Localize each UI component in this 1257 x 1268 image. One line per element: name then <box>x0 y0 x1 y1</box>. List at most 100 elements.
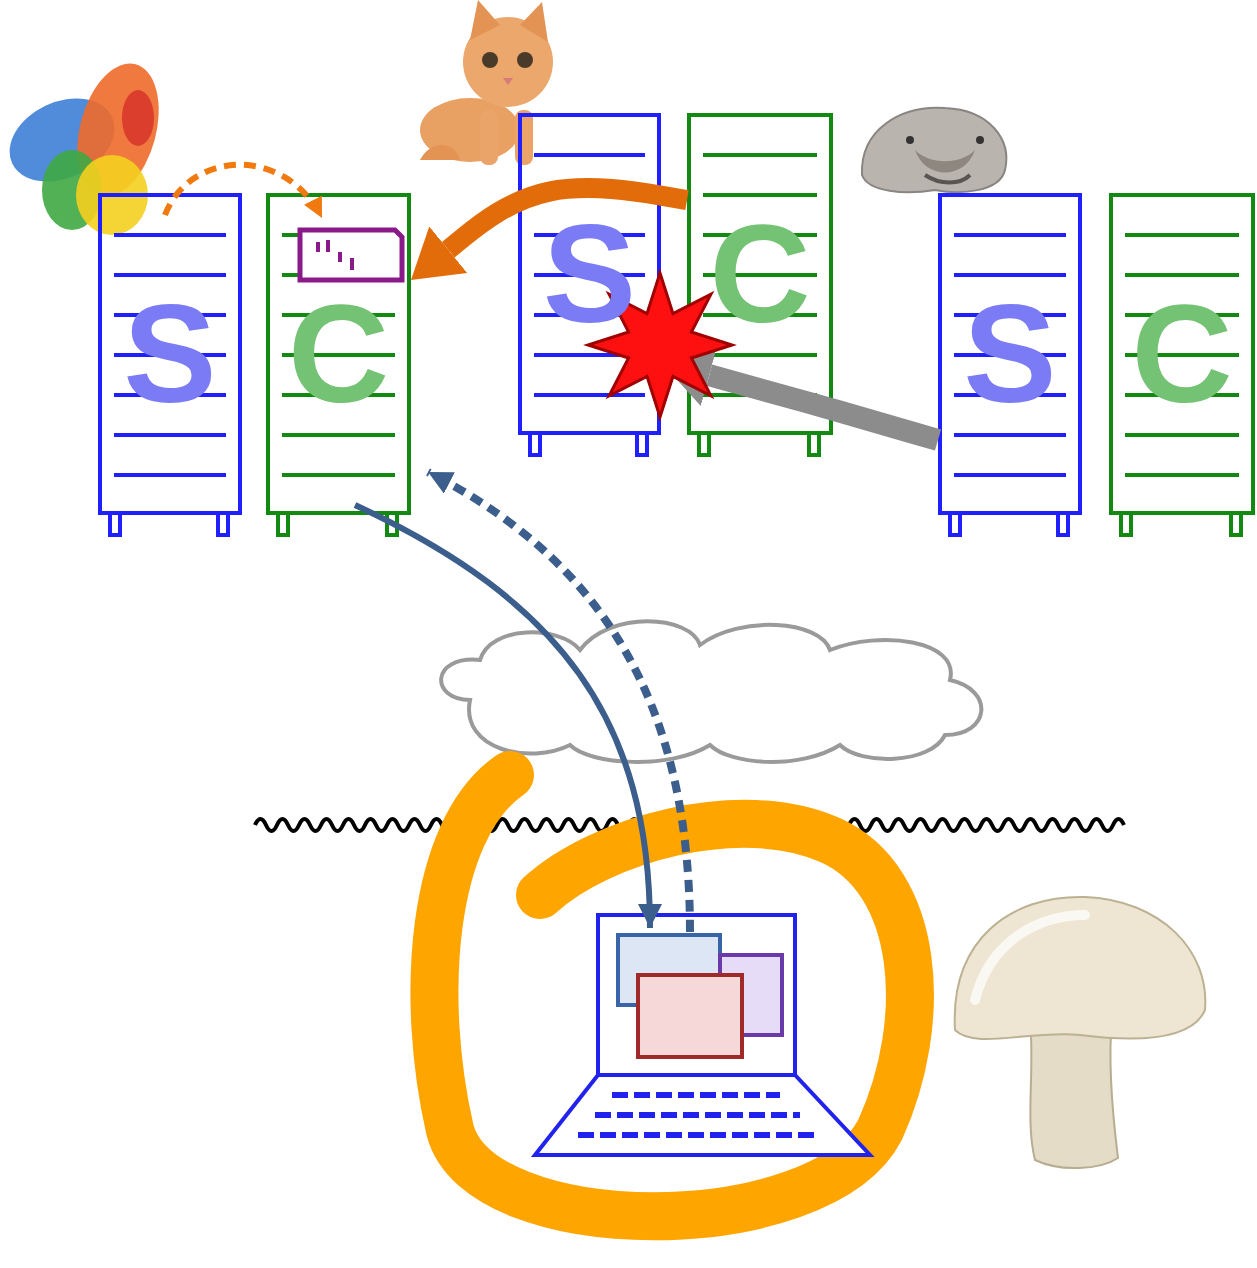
laptop <box>535 1075 870 1155</box>
rack-outline <box>940 195 1080 513</box>
kitten <box>520 2 548 42</box>
blobfish <box>915 150 975 173</box>
request-arrow <box>428 472 690 932</box>
rack-outline <box>954 273 1066 277</box>
kitten <box>515 110 533 165</box>
rack-outline <box>703 193 817 197</box>
mushroom <box>955 897 1206 1168</box>
blobfish <box>862 108 1006 192</box>
cookie-card <box>326 240 330 252</box>
rack-outline <box>699 433 709 455</box>
laptop <box>535 915 870 1155</box>
rack-label: S <box>938 193 1082 515</box>
kitten <box>470 0 500 40</box>
rack-outline <box>100 195 240 513</box>
kitten <box>420 145 460 160</box>
rack-outline <box>1125 473 1239 477</box>
server-rack: S <box>518 113 661 457</box>
rack-outline <box>114 473 226 477</box>
server-rack: C <box>1109 193 1255 537</box>
cloud <box>441 621 981 762</box>
rack-outline <box>954 473 1066 477</box>
connector-arrow <box>709 375 938 440</box>
rack-outline <box>534 393 645 397</box>
rack-outline <box>282 433 395 437</box>
rack-outline <box>114 233 226 237</box>
server-rack: S <box>938 193 1082 537</box>
cookie-card <box>350 258 354 270</box>
kitten <box>503 78 513 85</box>
server-rack: S <box>98 193 242 537</box>
rack-outline <box>114 433 226 437</box>
rack-outline <box>530 433 540 455</box>
rack-outline <box>1121 513 1131 535</box>
blobfish <box>906 136 914 144</box>
rack-label: S <box>518 113 661 435</box>
rack-letter: C <box>288 284 389 424</box>
cookie-card <box>316 242 320 252</box>
rack-outline <box>1058 513 1068 535</box>
kitten <box>482 52 498 68</box>
rack-outline <box>1111 195 1253 513</box>
rack-outline <box>950 513 960 535</box>
rack-outline <box>282 473 395 477</box>
rack-letter: S <box>123 284 216 424</box>
rack-outline <box>114 273 226 277</box>
mushroom <box>1030 1020 1118 1168</box>
rack-label: S <box>98 193 242 515</box>
rack-outline <box>268 195 409 513</box>
response-arrow <box>355 505 650 928</box>
rack-outline <box>954 233 1066 237</box>
highlight-loop <box>434 775 909 1216</box>
rack-outline <box>278 513 288 535</box>
kitten <box>517 52 533 68</box>
rack-outline <box>1125 273 1239 277</box>
laptop <box>598 915 795 1075</box>
laptop <box>595 1112 800 1118</box>
rack-label: C <box>1109 193 1255 515</box>
laptop <box>578 1132 818 1138</box>
laptop <box>638 975 742 1057</box>
cookie-card <box>300 230 402 280</box>
highlight-loop <box>434 775 909 1216</box>
mushroom <box>975 915 1085 1000</box>
rack-outline <box>809 433 819 455</box>
rack-outline <box>954 433 1066 437</box>
dashed-orange-arrow <box>165 165 322 218</box>
rack-letter: C <box>709 204 810 344</box>
blobfish <box>976 136 984 144</box>
red-star <box>588 273 732 417</box>
butterfly-logo <box>0 54 172 235</box>
rack-letter: S <box>963 284 1056 424</box>
rack-outline <box>703 353 817 357</box>
kitten <box>420 0 553 165</box>
cookie-card <box>338 252 342 262</box>
rack-outline <box>534 153 645 157</box>
dashed-orange-arrow <box>165 165 322 218</box>
rack-outline <box>520 115 659 433</box>
cookie-card <box>300 230 402 280</box>
butterfly-logo <box>122 90 154 146</box>
response-arrow <box>355 505 650 928</box>
rack-outline <box>703 153 817 157</box>
rack-outline <box>110 513 120 535</box>
rack-outline <box>1231 513 1241 535</box>
rack-outline <box>218 513 228 535</box>
rack-letter: S <box>543 204 636 344</box>
mushroom <box>955 897 1206 1039</box>
request-arrow <box>428 472 690 932</box>
connector-arrow <box>448 188 687 250</box>
rack-letter: C <box>1131 284 1232 424</box>
rack-outline <box>1125 433 1239 437</box>
rack-outline <box>1125 233 1239 237</box>
rack-outline <box>637 433 647 455</box>
kitten <box>480 110 498 165</box>
red-star <box>588 273 732 417</box>
laptop <box>612 1092 780 1098</box>
blobfish <box>925 175 970 183</box>
kitten <box>420 98 520 162</box>
cloud <box>441 621 981 762</box>
